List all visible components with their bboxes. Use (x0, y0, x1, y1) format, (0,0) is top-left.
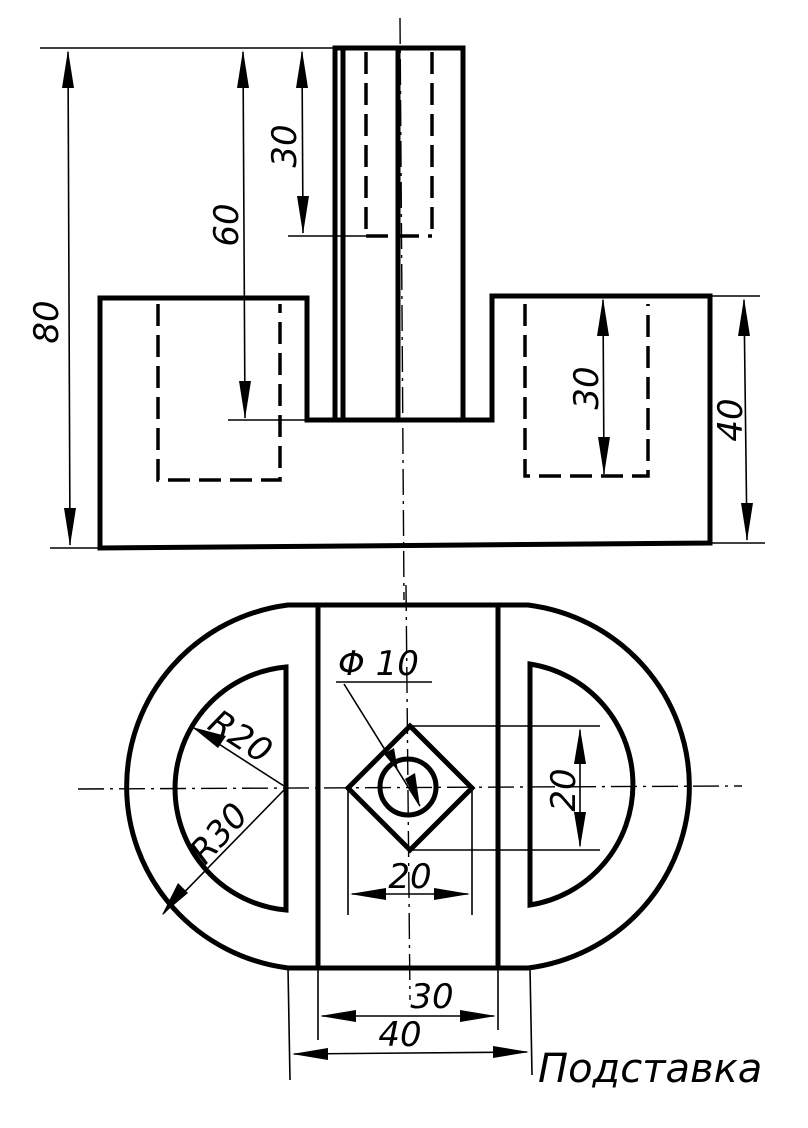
front-view-outline (97, 45, 713, 551)
dim-r20-label: R20 (201, 702, 279, 772)
dim-phi10: Φ 10 (336, 644, 432, 807)
left-pocket-hidden (156, 304, 282, 482)
dim-40-slot-width: 40 (287, 967, 533, 1081)
left-pocket-outline (172, 664, 289, 913)
dim-20-vertical: 20 (410, 725, 600, 851)
dim-20-horizontal-label: 20 (388, 857, 431, 897)
dim-r20: R20 (192, 702, 285, 787)
top-view-centerline-vertical (405, 584, 411, 1001)
dim-30-post-width: 30 (317, 966, 499, 1040)
dim-80: 80 (27, 47, 335, 549)
dim-20-horizontal: 20 (347, 790, 473, 915)
dim-80-label: 80 (27, 300, 67, 343)
dim-30-post-width-label: 30 (410, 977, 453, 1017)
right-pocket-outline (527, 661, 636, 908)
dim-30-post-hole: 30 (265, 50, 366, 237)
dim-30-post-hole-label: 30 (265, 124, 305, 167)
top-view-outline (124, 602, 692, 971)
top-view: Φ 10 R20 R30 20 (77, 584, 743, 1081)
front-view: 80 60 30 30 (27, 17, 765, 601)
dim-60-label: 60 (207, 203, 247, 246)
dim-40-base: 40 (710, 295, 765, 544)
dim-phi10-label: Φ 10 (338, 644, 419, 684)
dim-20-vertical-label: 20 (544, 768, 584, 811)
dim-30-pocket-label: 30 (567, 366, 607, 409)
dim-r30: R30 (162, 789, 285, 915)
dim-40-slot-width-label: 40 (378, 1015, 421, 1055)
right-pocket-hidden (523, 304, 650, 478)
dim-30-pocket: 30 (567, 298, 610, 475)
dim-r30-label: R30 (182, 796, 256, 872)
dim-40-base-label: 40 (711, 398, 751, 441)
dim-60: 60 (207, 50, 307, 421)
drawing-caption: Подставка (538, 1046, 762, 1092)
front-view-centerline (399, 17, 405, 601)
